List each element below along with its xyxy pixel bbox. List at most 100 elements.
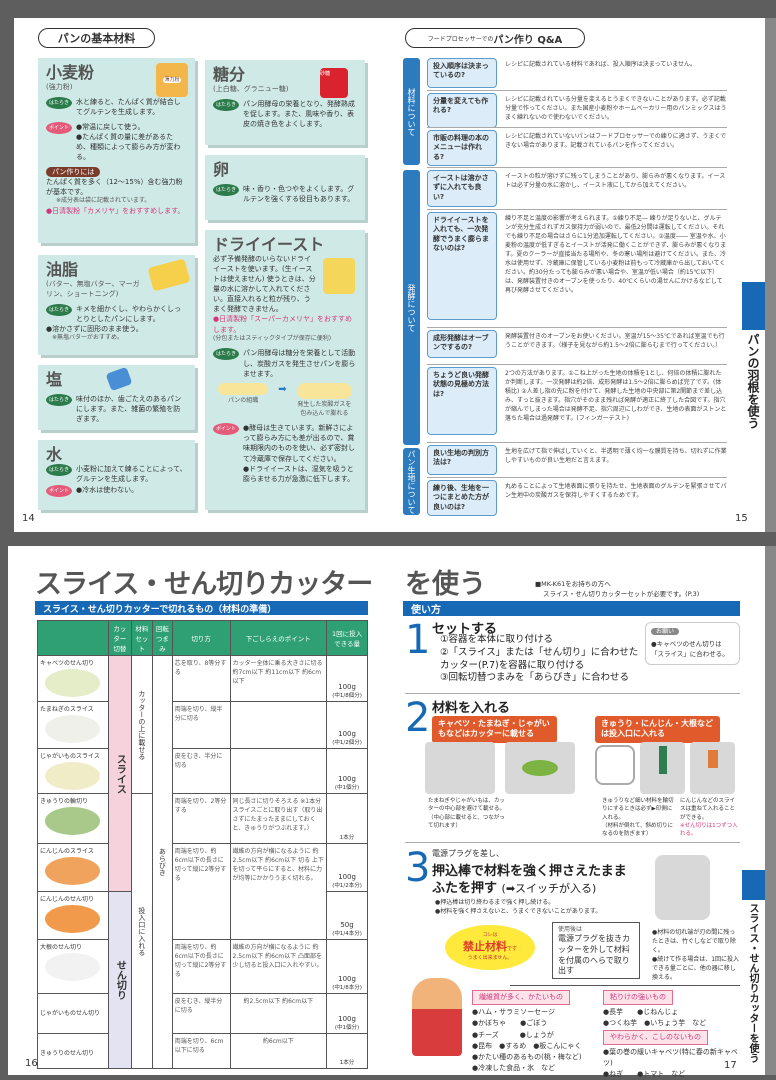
cutter-group-slice: スライス [107, 655, 132, 892]
amount-note: (中1/8個分) [332, 693, 362, 699]
caption: たまねぎやじゃがいもは、カッターの中心部を避けて載せる。（中心部に載せると、つな… [428, 797, 508, 830]
divider [405, 842, 740, 843]
model-note-line: ■MK-K61をお持ちの方へ [535, 580, 611, 588]
flour-bag-illustration: 薄力粉 [156, 63, 188, 97]
table-row: にんじんのスライス両端を切り、約6cm以下の長さに切って縦に2等分する繊維の方向… [37, 843, 368, 940]
page-title: スライス・せん切りカッター [35, 569, 373, 600]
prep-point [229, 701, 328, 749]
recommendation: ●日清製粉「カメリヤ」をおすすめします。 [46, 206, 185, 215]
card-title: 塩 [46, 370, 63, 389]
side-tab-label: スライス・せん切りカッターを使う [747, 903, 758, 1063]
request-box: お願い ●キャベツのせん切りは「スライス」に合わせる。 [645, 622, 740, 665]
qa-question: ドライイーストを入れても、一次発酵でうまく膨らまないのは? [427, 212, 497, 320]
cut-method: 両端を切り、約6cm以下の長さに切って縦に2等分する [171, 843, 231, 940]
caption: 発生した炭酸ガスを包み込んで膨れる [297, 400, 352, 417]
card-subtitle: (上白糖、グラニュー糖) [213, 84, 289, 93]
step-title: 押込棒で材料を強く押さえたまま [432, 864, 627, 879]
column-header: 下ごしらえのポイント [229, 620, 328, 656]
yeast-description: 必ず予備発酵のいらないドライイーストを使います。(生イーストは使えません) 使う… [213, 254, 316, 314]
item-cell: にんじんのせん切り [37, 891, 109, 940]
amount-value: 50g [340, 921, 354, 929]
banned-item: ●ハム・サラミソーセージ [472, 1008, 555, 1017]
column-header: カッター切替 [107, 620, 132, 656]
work-text: 味付のほか、歯ごたえのあるパンにします。また、雑菌の繁殖を防ぎます。 [76, 394, 182, 423]
step-notes: ●押込棒は切り終わるまで強く押し続ける。●材料を強く押さえないと、うまくできない… [435, 898, 601, 916]
note-badge: ポイント [46, 484, 72, 497]
column-header: 1回に投入できる量 [326, 620, 368, 656]
model-note-line: スライス・せん切りカッターセットが必要です。(P.3) [543, 589, 700, 598]
food-photo [45, 807, 101, 835]
banned-item: ●長芋 ●じねんじょ [603, 1008, 679, 1017]
banned-items: ●葉の巻の緩いキャベツ(特に春の新キャベツ)●ねぎ ●トマト など [603, 1047, 738, 1080]
prep-point [229, 748, 328, 794]
tips: ●材料の切れ端が刃の間に残ったときは、竹ぐしなどで取り除く。●続けて作る場合は、… [652, 928, 740, 982]
category-dough: パン生地について [403, 448, 420, 515]
amount-cell: 100g(中1/2本分) [326, 843, 368, 892]
amount-note: (中1/4本分) [332, 931, 362, 937]
food-photo [45, 953, 101, 981]
caption-text: たまねぎやじゃがいもは、カッターの中心部を避けて載せる。 [428, 798, 506, 813]
card-title: 油脂 [46, 260, 79, 279]
model-note: ■MK-K61をお持ちの方へスライス・せん切りカッターセットが必要です。(P.3… [535, 580, 699, 600]
divider [427, 442, 727, 443]
amount-note: (中1/2個分) [332, 740, 362, 746]
qa-question: 良い生地の判別方法は? [427, 445, 497, 475]
work-badge: はたらき [46, 96, 72, 109]
banned-item: ●昆布 ●するめ ●板こんにゃく [472, 1041, 582, 1050]
step-title: 材料を入れる [432, 701, 511, 716]
card-title: 卵 [213, 160, 230, 179]
yeast-box-illustration [323, 258, 355, 294]
qa-question: 成形発酵はオーブンでするの? [427, 330, 497, 358]
banned-item: ●チーズ ●しょうが [472, 1030, 554, 1039]
work-badge: はたらき [46, 463, 72, 476]
item-name: にんじんのせん切り [40, 896, 95, 903]
food-photo [45, 715, 101, 743]
side-tab-marker [742, 282, 765, 330]
processor-illustration [640, 742, 685, 794]
amount-value: 100g [338, 975, 356, 983]
page-number: 16 [25, 1058, 38, 1069]
after-use-box: 使用後は 電源プラグを抜きカッターを外して材料を付属のへらで取り出す [552, 922, 640, 979]
woman-illustration [412, 978, 462, 1056]
cut-method: 両端を切り、2等分する [171, 793, 231, 844]
divider [427, 90, 727, 91]
item-cell: たまねぎのスライス [37, 701, 109, 749]
table-row: きゅうりの輪切り投入口に入れる両端を切り、2等分する同じ長さに切りそろえる ※1… [37, 793, 368, 1069]
recommendation-note: (分包またはスティックタイプが保存に便利) [213, 334, 332, 342]
item-cell: にんじんのスライス [37, 843, 109, 892]
note-badge: ポイント [213, 423, 239, 436]
cut-method: 両端を切り、縦半分に切る [171, 701, 231, 749]
amount-cell: 1本分 [326, 793, 368, 844]
recommendation: ●日清製粉「スーパーカメリヤ」をおすすめします。 [213, 315, 353, 334]
qa-answer: レシピに記載されている材料であれば、投入順序は決まっていません。 [505, 61, 697, 68]
item-name: きゅうりの輪切り [40, 798, 89, 805]
page-number: 17 [724, 1060, 737, 1071]
banned-item: ●ねぎ ●トマト など [603, 1070, 686, 1079]
section-bar: スライス・せん切りカッターで切れるもの（材料の準備） [35, 601, 368, 615]
card-title: ドライイースト [213, 235, 325, 254]
amount-cell: 1本分 [326, 1033, 368, 1069]
divider [427, 477, 727, 478]
qa-answer: レシピに記載されている分量を変えるとうまくできないことがあります。必ず記載分量で… [505, 96, 727, 121]
step-instructions: ①容器を本体に取り付ける ②「スライス」または「せん切り」に合わせたカッター(P… [440, 634, 640, 685]
note: ※無塩バターがおすすめ。 [52, 334, 124, 342]
card-title: 水 [46, 445, 63, 464]
qa-question: 市販の料理の本のメニューは作れる? [427, 130, 497, 167]
work-text: 小麦粉に加えて練ることによって、グルテンを生成します。 [76, 464, 187, 483]
cut-method: 両端を切り、6cm以下に切る [171, 1033, 231, 1069]
note-badge: ポイント [46, 122, 72, 135]
note: ●ドライイーストは、湿気を吸うと膨らませる力が急激に低下します。 [243, 464, 355, 483]
qa-question: 練り後、生地を一つにまとめた方が良いのは? [427, 480, 497, 517]
amount-cell: 100g(中1個分) [326, 993, 368, 1034]
tag-into-chute: きゅうり・にんじん・大根などは投入口に入れる [595, 716, 720, 743]
item-name: キャベツのせん切り [40, 660, 95, 667]
right-edge-strip [765, 18, 776, 532]
divider [510, 985, 740, 986]
banned-item: ●冷凍した食品・氷 など [472, 1064, 556, 1073]
step-title-suffix: (➡スイッチが入る) [501, 882, 597, 895]
instruction: ③回転切替つまみを「あらびき」に合わせる [440, 672, 630, 684]
card-sugar: 糖分 (上白糖、グラニュー糖) 砂糖 はたらきパン用酵母の栄養となり、発酵熟成を… [205, 60, 365, 145]
note: ●たんぱく質の量に差があるため、種類によって膨らみ方が変わる。 [76, 133, 181, 162]
